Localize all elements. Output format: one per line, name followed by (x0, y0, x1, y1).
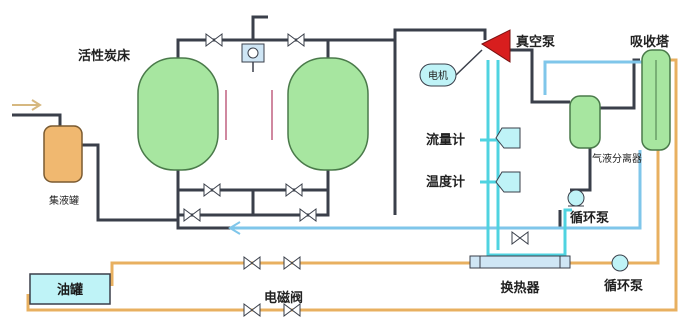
liquid-collector-label: 集液罐 (49, 194, 79, 207)
oil-tank-label: 油罐 (57, 282, 83, 298)
oil-loop-pipes (26, 58, 678, 312)
temp-meter-icon (495, 171, 521, 193)
motor-label: 电机 (428, 69, 448, 82)
heat-exchanger-label: 换热器 (500, 280, 540, 296)
motor-icon (419, 49, 483, 87)
main-dark-pipes (12, 15, 640, 230)
gas-liquid-separator-label: 气液分离器 (592, 152, 642, 165)
solenoid-valve-label: 电磁阀 (264, 290, 303, 306)
bed-probes (225, 90, 273, 140)
cooling-pipes (480, 60, 572, 257)
inlet-arrow-icon (12, 99, 42, 111)
carbon-bed-label: 活性炭床 (78, 48, 131, 64)
liquid-collector-tank (43, 125, 83, 183)
return-arrow (228, 221, 241, 235)
vacuum-pump-label: 真空泵 (516, 34, 555, 50)
gas-liquid-separator (569, 95, 601, 149)
absorption-tower-label: 吸收塔 (630, 34, 670, 50)
flow-meter-icon (495, 127, 521, 149)
circulation-pump-2-label: 循环泵 (604, 278, 643, 294)
center-gauge-icon (241, 43, 265, 72)
vapor-pipes (232, 60, 650, 230)
vacuum-pump-icon (480, 29, 511, 63)
circulation-pump-2-icon (611, 254, 629, 272)
carbon-bed-right (287, 57, 369, 171)
circulation-pump-1-label: 循环泵 (570, 210, 609, 226)
circulation-pump-1-icon (567, 189, 585, 207)
carbon-bed-left (137, 57, 219, 171)
oil-tank (29, 273, 111, 305)
valve-icons (183, 33, 529, 317)
heat-exchanger (469, 255, 571, 269)
flow-meter-label: 流量计 (426, 132, 465, 148)
temp-meter-label: 温度计 (426, 174, 465, 190)
